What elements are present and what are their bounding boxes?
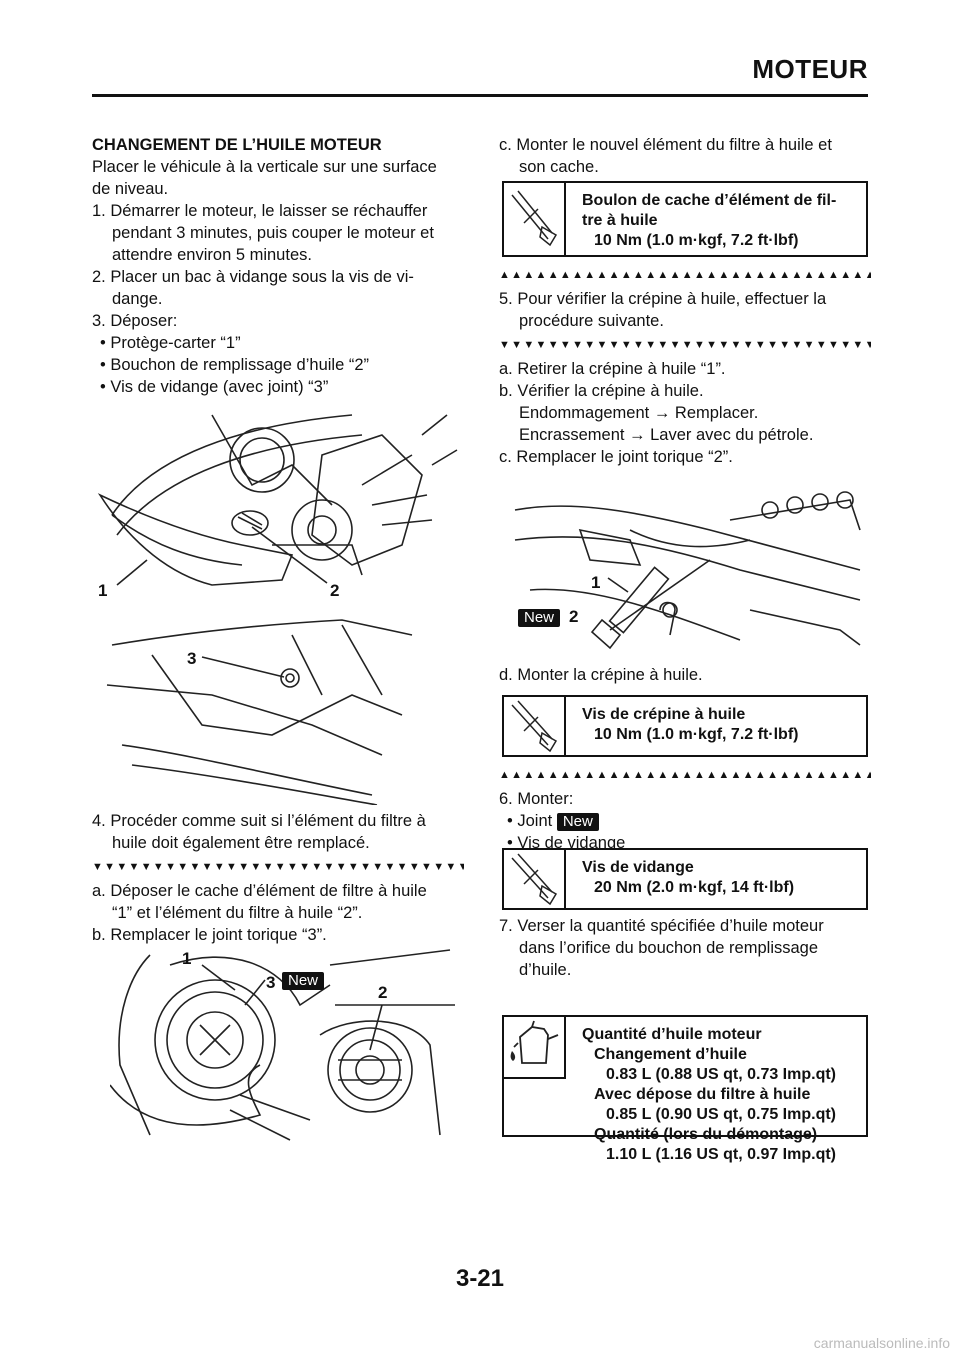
- spec-1-text: Boulon de cache d’élément de fil- tre à …: [582, 191, 862, 251]
- spec-4-value-1: 0.83 L (0.88 US qt, 0.73 Imp.qt): [606, 1066, 836, 1083]
- torque-wrench-icon-cell-3: [504, 850, 566, 908]
- callout-2: 2: [330, 581, 340, 600]
- procedure-end-marker-2: ▲▲▲▲▲▲▲▲▲▲▲▲▲▲▲▲▲▲▲▲▲▲▲▲▲▲▲▲▲▲▲▲▲: [499, 769, 871, 781]
- step-1-line-1: 1. Démarrer le moteur, le laisser se réc…: [92, 202, 428, 220]
- right-column-top: c. Monter le nouvel élément du filtre à …: [499, 134, 871, 178]
- substep-a-line-1: a. Déposer le cache d’élément de filtre …: [92, 882, 427, 900]
- callout-filter-1: 1: [182, 949, 192, 968]
- step-4-line-1: 4. Procéder comme suit si l’élément du f…: [92, 812, 426, 830]
- callout-filter-2: 2: [378, 983, 388, 1002]
- spec-4-text: Quantité d’huile moteur Changement d’hui…: [582, 1025, 862, 1165]
- spec-4-value-2: 0.85 L (0.90 US qt, 0.75 Imp.qt): [606, 1106, 836, 1123]
- strainer-substep-b: b. Vérifier la crépine à huile.: [499, 382, 704, 400]
- intro-line-2: de niveau.: [92, 180, 169, 198]
- substep-b: b. Remplacer le joint torique “3”.: [92, 926, 327, 944]
- page-number: 3-21: [455, 1265, 505, 1292]
- spec-4-label-3: Quantité (lors du démontage): [594, 1126, 818, 1143]
- callout-strainer-2: 2: [569, 607, 579, 626]
- step-2-line-1: 2. Placer un bac à vidange sous la vis d…: [92, 268, 414, 286]
- step-2-line-2: dange.: [112, 290, 163, 308]
- spec-2-text: Vis de crépine à huile 10 Nm (1.0 m·kgf,…: [582, 705, 862, 745]
- substep-c-line-1: c. Monter le nouvel élément du filtre à …: [499, 136, 832, 154]
- substep-c-line-2: son cache.: [519, 158, 599, 176]
- substep-a-line-2: “1” et l’élément du filtre à huile “2”.: [112, 904, 363, 922]
- step-3-item-2: • Bouchon de remplissage d’huile “2”: [100, 356, 370, 374]
- torque-wrench-icon: [511, 700, 558, 753]
- procedure-end-marker: ▲▲▲▲▲▲▲▲▲▲▲▲▲▲▲▲▲▲▲▲▲▲▲▲▲▲▲▲▲▲▲▲▲: [499, 269, 871, 281]
- step-7-line-2: dans l’orifice du bouchon de remplissage: [519, 939, 819, 957]
- callout-strainer-1: 1: [591, 573, 601, 592]
- right-middle-block: ▲▲▲▲▲▲▲▲▲▲▲▲▲▲▲▲▲▲▲▲▲▲▲▲▲▲▲▲▲▲▲▲▲ 5. Pou…: [499, 262, 871, 468]
- strainer-substep-d: d. Monter la crépine à huile.: [499, 666, 703, 684]
- step-5-line-1: 5. Pour vérifier la crépine à huile, eff…: [499, 290, 827, 308]
- strainer-substep-c: c. Remplacer le joint torique “2”.: [499, 448, 733, 466]
- callout-3: 3: [187, 649, 197, 668]
- spec-1-label-line-2: tre à huile: [582, 212, 658, 229]
- step-6-item-2: • Vis de vidange: [507, 834, 626, 852]
- step-2: 2. Placer un bac à vidange sous la vis d…: [92, 266, 462, 310]
- strainer-figure: [514, 491, 861, 650]
- strainer-substep-b-damage: Endommagement → Remplacer.: [519, 404, 759, 422]
- procedure-start-marker-2: ▼▼▼▼▼▼▼▼▼▼▼▼▼▼▼▼▼▼▼▼▼▼▼▼▼▼▼▼▼▼▼▼▼: [499, 339, 871, 351]
- step-7-block: 7. Verser la quantité spécifiée d’huile …: [499, 915, 871, 981]
- right-lower-block: ▲▲▲▲▲▲▲▲▲▲▲▲▲▲▲▲▲▲▲▲▲▲▲▲▲▲▲▲▲▲▲▲▲ 6. Mon…: [499, 762, 871, 854]
- spec-2-value: 10 Nm (1.0 m·kgf, 7.2 ft·lbf): [594, 726, 799, 743]
- spec-3-value: 20 Nm (2.0 m·kgf, 14 ft·lbf): [594, 879, 795, 896]
- step-1-line-2: pendant 3 minutes, puis couper le moteur…: [112, 224, 434, 242]
- spec-box-filter-cover-bolt: Boulon de cache d’élément de fil- tre à …: [502, 181, 868, 257]
- spec-4-value-3: 1.10 L (1.16 US qt, 0.97 Imp.qt): [606, 1146, 836, 1163]
- step-7-line-1: 7. Verser la quantité spécifiée d’huile …: [499, 917, 824, 935]
- callout-filter-3: 3: [266, 973, 276, 992]
- step-5-line-2: procédure suivante.: [519, 312, 664, 330]
- step-4-line-2: huile doit également être remplacé.: [112, 834, 370, 852]
- section-heading: CHANGEMENT DE L’HUILE MOTEUR: [92, 136, 382, 154]
- spec-3-text: Vis de vidange 20 Nm (2.0 m·kgf, 14 ft·l…: [582, 858, 862, 898]
- torque-wrench-icon: [511, 853, 558, 906]
- left-lower-block: 4. Procéder comme suit si l’élément du f…: [92, 810, 464, 946]
- spec-1-label-line-1: Boulon de cache d’élément de fil-: [582, 192, 837, 209]
- step-1: 1. Démarrer le moteur, le laisser se réc…: [92, 200, 462, 266]
- step-3: 3. Déposer:: [92, 312, 178, 330]
- left-column: CHANGEMENT DE L’HUILE MOTEUR Placer le v…: [92, 134, 462, 398]
- torque-wrench-icon: [511, 190, 558, 247]
- header-rule: [92, 94, 868, 97]
- step-3-item-1: • Protège-carter “1”: [100, 334, 241, 352]
- step-7-line-3: d’huile.: [519, 961, 572, 979]
- spec-4-title: Quantité d’huile moteur: [582, 1026, 762, 1043]
- spec-box-strainer-screw: Vis de crépine à huile 10 Nm (1.0 m·kgf,…: [502, 695, 868, 757]
- new-part-badge: New: [282, 972, 325, 990]
- engine-figure-1: [97, 414, 458, 805]
- step-6-item-1-label: • Joint: [507, 812, 553, 830]
- new-oring-badge: New: [518, 609, 561, 627]
- strainer-substep-b-dirt: Encrassement → Laver avec du pétrole.: [519, 426, 814, 444]
- page-title: MOTEUR: [752, 54, 868, 84]
- strainer-substep-a: a. Retirer la crépine à huile “1”.: [499, 360, 726, 378]
- procedure-start-marker: ▼▼▼▼▼▼▼▼▼▼▼▼▼▼▼▼▼▼▼▼▼▼▼▼▼▼▼▼▼▼▼▼▼: [92, 861, 464, 873]
- spec-3-label: Vis de vidange: [582, 859, 694, 876]
- watermark: carmanualsonline.info: [813, 1335, 950, 1351]
- step-3-item-3: • Vis de vidange (avec joint) “3”: [100, 378, 329, 396]
- filter-figure: [110, 949, 455, 1141]
- spec-box-oil-quantity: Quantité d’huile moteur Changement d’hui…: [502, 1015, 868, 1163]
- step-6-item-1: • Joint New: [499, 810, 871, 832]
- spec-4-label-1: Changement d’huile: [594, 1046, 747, 1063]
- intro-line-1: Placer le véhicule à la verticale sur un…: [92, 158, 437, 176]
- spec-1-value: 10 Nm (1.0 m·kgf, 7.2 ft·lbf): [594, 232, 799, 249]
- torque-wrench-icon-cell-2: [504, 697, 566, 755]
- oil-can-icon-cell: [504, 1017, 566, 1079]
- spec-2-label: Vis de crépine à huile: [582, 706, 746, 723]
- step-6: 6. Monter:: [499, 790, 574, 808]
- torque-wrench-icon-cell: [504, 183, 566, 255]
- callout-1: 1: [98, 581, 108, 600]
- new-gasket-badge: New: [556, 812, 599, 831]
- spec-box-drain-bolt: Vis de vidange 20 Nm (2.0 m·kgf, 14 ft·l…: [502, 848, 868, 910]
- oil-can-icon: [510, 1020, 559, 1064]
- spec-4-label-2: Avec dépose du filtre à huile: [594, 1086, 811, 1103]
- step-1-line-3: attendre environ 5 minutes.: [112, 246, 312, 264]
